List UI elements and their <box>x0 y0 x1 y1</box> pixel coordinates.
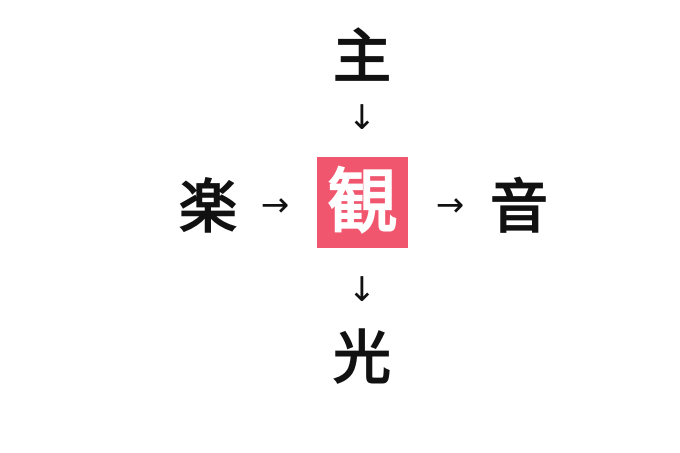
bottom-kanji: 光 <box>332 324 391 392</box>
top-kanji: 主 <box>332 23 391 91</box>
arrow-right-right: → <box>435 185 465 225</box>
arrow-down-bottom: ↓ <box>347 270 377 310</box>
arrow-right-left: → <box>260 185 290 225</box>
right-kanji: 音 <box>489 173 548 241</box>
arrow-down-top: ↓ <box>347 98 377 138</box>
left-kanji: 楽 <box>178 173 237 241</box>
answer-box: 観 <box>317 157 408 248</box>
